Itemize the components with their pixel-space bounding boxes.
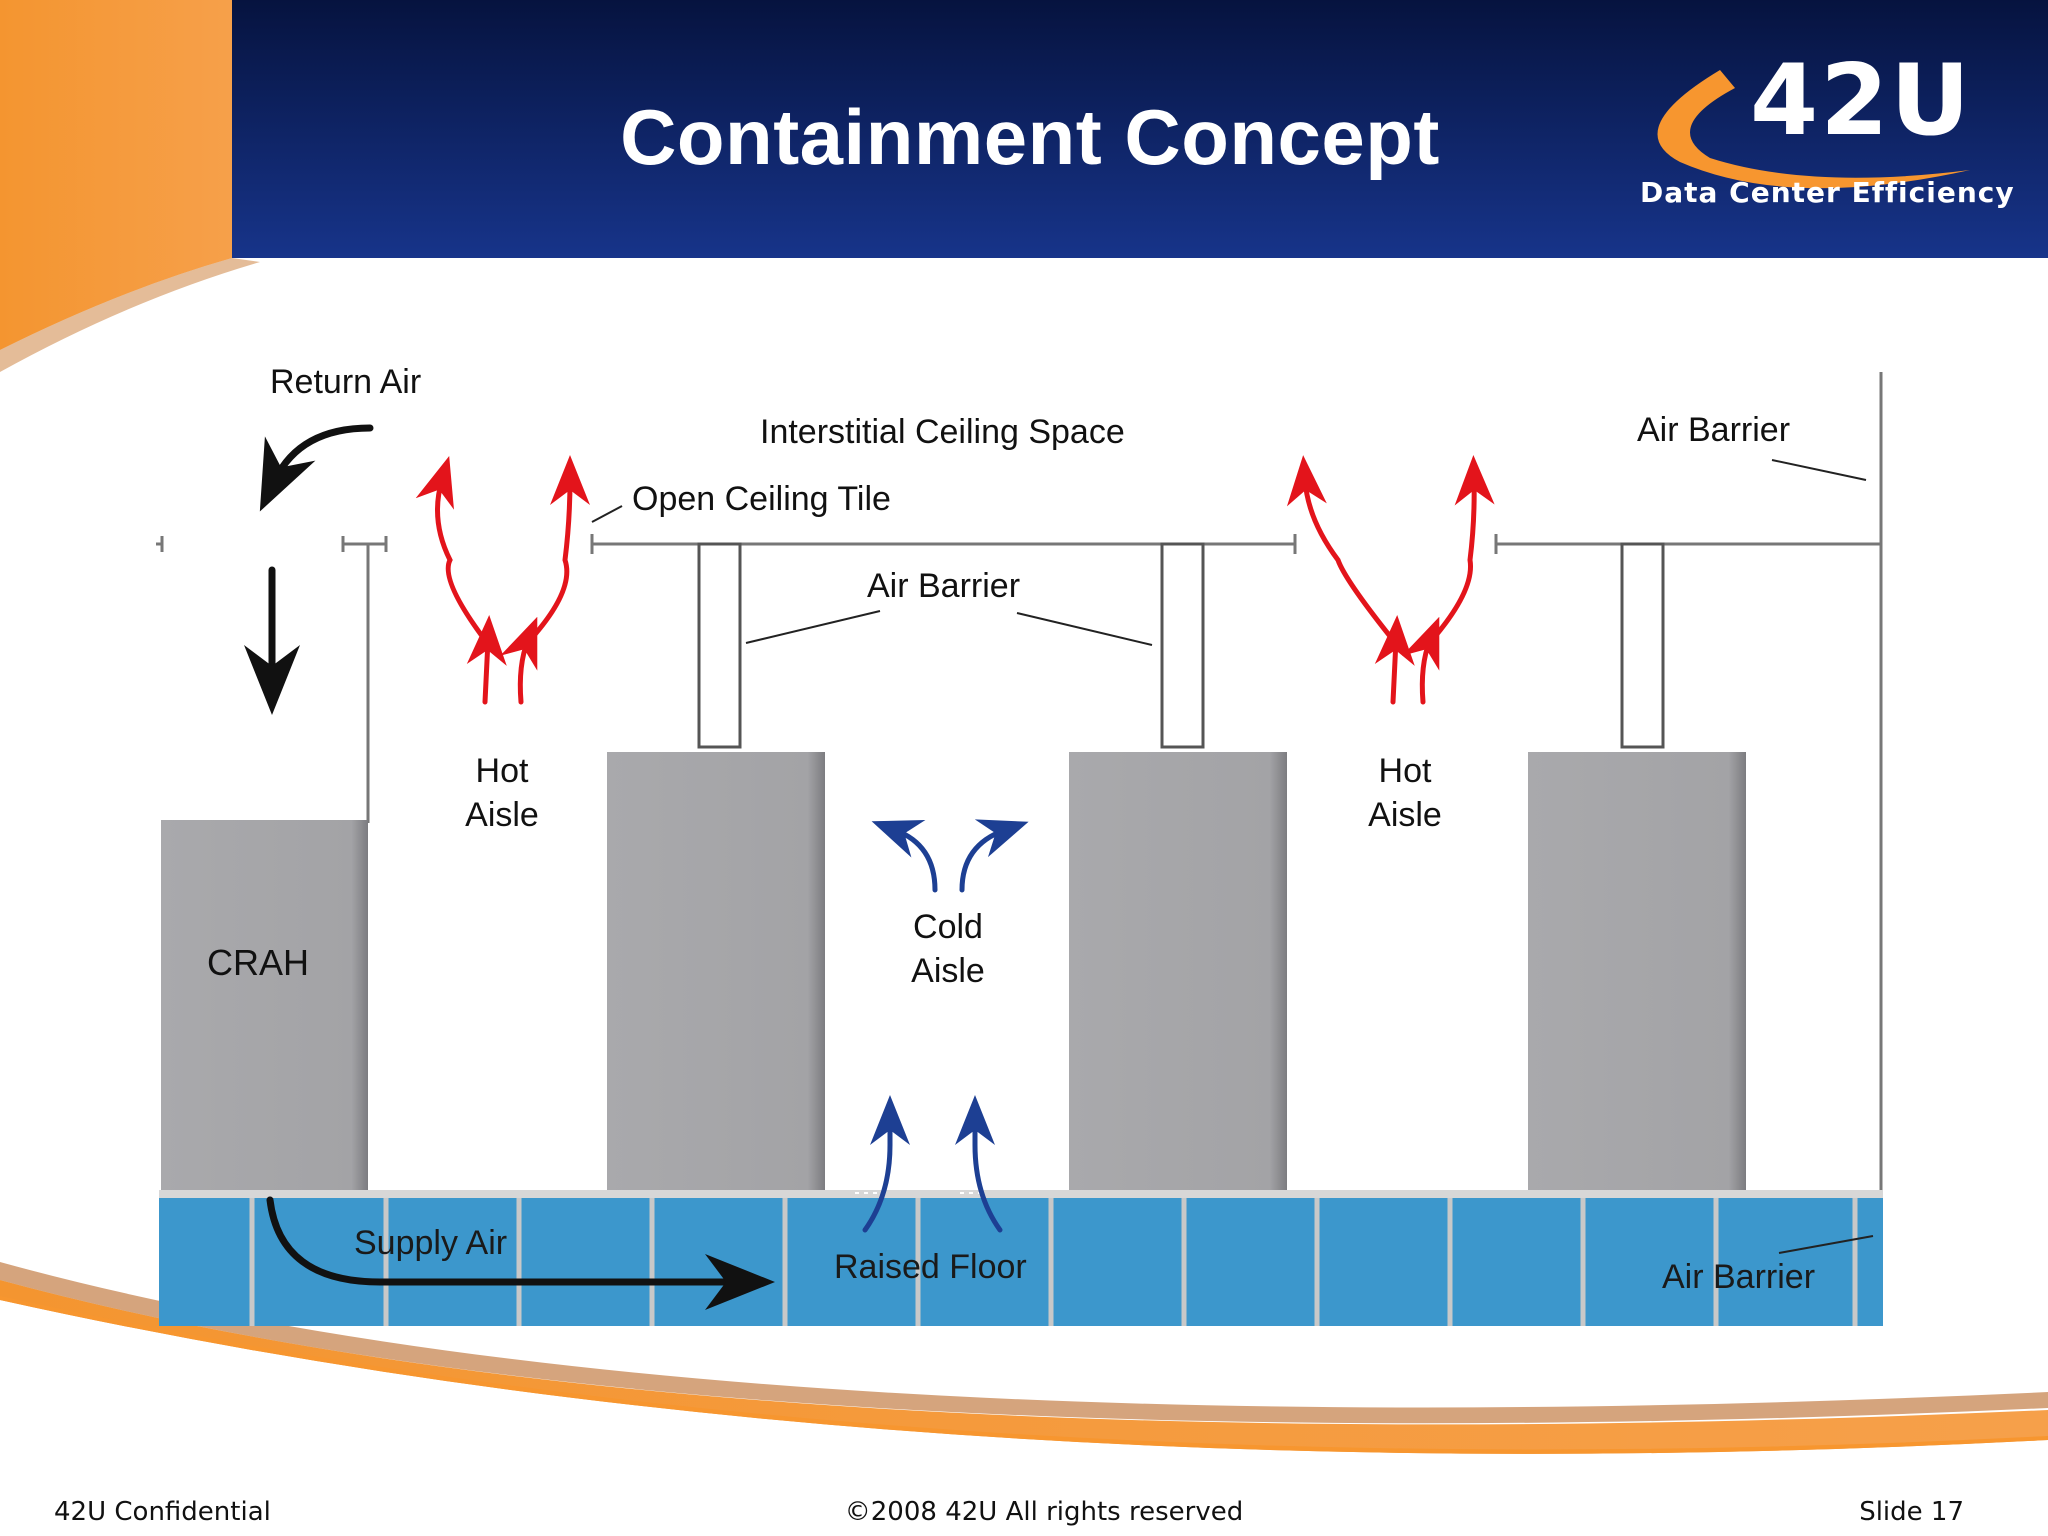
label-air-barrier-top-right: Air Barrier [1637,411,1790,449]
rack-3 [1528,752,1746,1190]
hot-air-arrows-left [415,455,590,705]
label-interstitial-ceiling-space: Interstitial Ceiling Space [760,413,1125,451]
label-supply-air: Supply Air [354,1224,507,1262]
label-cold-aisle-2: Aisle [911,952,985,990]
crah-unit [161,820,368,1190]
logo-swoosh [1657,70,1970,189]
corner-decoration-top [0,0,232,350]
cold-air-arrows [862,819,1029,1233]
logo-tagline: Data Center Efficiency [1640,176,2015,209]
footer-copyright: ©2008 42U All rights reserved [844,1497,1244,1527]
label-hot-aisle-right-1: Hot [1379,752,1432,790]
label-hot-aisle-left-2: Aisle [465,796,539,834]
slide-title: Containment Concept [620,93,1440,181]
air-barrier-panels [697,542,1665,749]
logo-wordmark: 42U [1750,44,1972,158]
label-air-barrier-floor: Air Barrier [1662,1258,1815,1296]
rack-2 [1069,752,1287,1190]
label-air-barrier-middle: Air Barrier [867,567,1020,605]
footer-slide-number: Slide 17 [1859,1497,1964,1527]
label-raised-floor: Raised Floor [834,1248,1027,1286]
header-band [0,0,2048,258]
label-open-ceiling-tile: Open Ceiling Tile [632,480,891,518]
server-racks [161,752,1746,1190]
label-hot-aisle-right-2: Aisle [1368,796,1442,834]
label-cold-aisle-1: Cold [913,908,983,946]
raised-floor [159,1190,1883,1326]
return-air-arrows [244,424,374,715]
label-crah: CRAH [207,942,309,983]
label-return-air: Return Air [270,363,421,401]
label-hot-aisle-left-1: Hot [476,752,529,790]
supply-air-arrow [266,1196,775,1310]
hot-air-arrows-right [1286,455,1495,705]
return-air-arrow [259,424,374,512]
footer-confidential: 42U Confidential [54,1497,271,1527]
rack-1 [607,752,825,1190]
leader-lines [591,459,1874,1254]
